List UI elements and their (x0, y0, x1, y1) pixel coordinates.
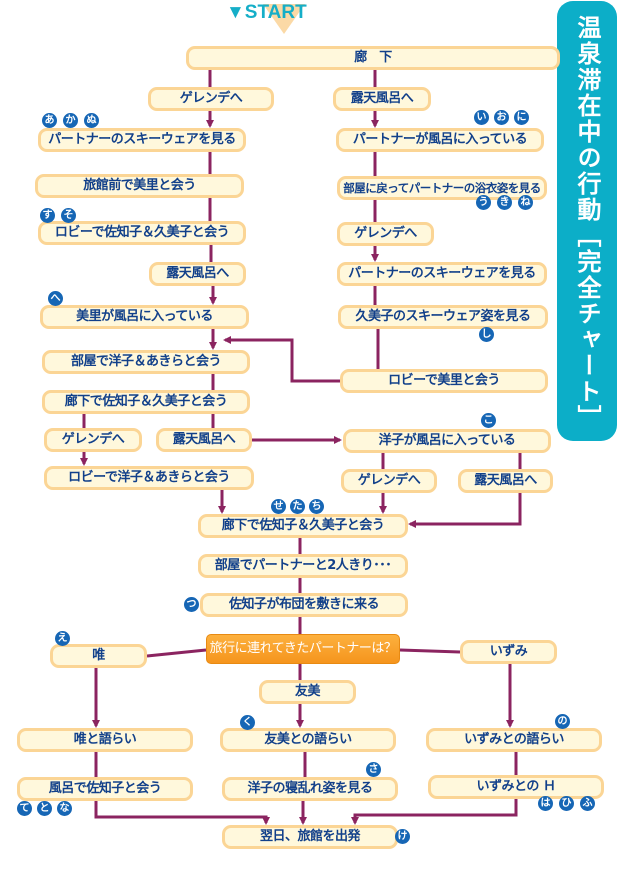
node-lobby-yoko-akira: ロビーで洋子＆あきらと会う (44, 466, 254, 490)
node-gelande-right: ゲレンデへ (337, 222, 434, 246)
node-lobby-sachiko-kumiko: ロビーで佐知子＆久美子と会う (38, 221, 246, 245)
ending-badge: た (290, 499, 305, 514)
connector-line (94, 801, 270, 825)
node-gelande-4: ゲレンデへ (341, 469, 437, 493)
node-room-alone-partner: 部屋でパートナーと2人きり･･･ (198, 554, 408, 578)
ending-badge: つ (184, 597, 199, 612)
connector-line (146, 648, 207, 658)
chart-title: 温泉滞在中の行動［完全チャート］ (573, 15, 601, 431)
ending-badge: す (40, 208, 55, 223)
node-corridor-sachiko-kumiko-2: 廊下で佐知子＆久美子と会う (198, 514, 408, 538)
node-sachiko-futon: 佐知子が布団を敷きに来る (200, 593, 408, 617)
ending-badge: け (395, 829, 410, 844)
title-panel: 温泉滞在中の行動［完全チャート］ (557, 1, 617, 441)
node-roten-4: 露天風呂へ (458, 469, 553, 493)
ending-badge: ね (518, 195, 533, 210)
node-partner-bath: パートナーが風呂に入っている (336, 128, 544, 152)
node-roten-left: 露天風呂へ (149, 262, 246, 286)
connector-line (408, 493, 522, 528)
node-izumi-h: いずみとの Ｈ (428, 775, 604, 799)
ending-badge: し (479, 327, 494, 342)
ending-badge: あ (42, 113, 57, 128)
ending-badge: ひ (559, 796, 574, 811)
node-izumi: いずみ (460, 640, 557, 664)
ending-badge: な (57, 801, 72, 816)
ending-badge: へ (48, 291, 63, 306)
node-tomomi: 友美 (259, 680, 356, 704)
ending-badge: き (497, 195, 512, 210)
node-yui-talk: 唯と語らい (17, 728, 193, 752)
node-tomomi-talk: 友美との語らい (220, 728, 396, 752)
node-roten-right: 露天風呂へ (333, 87, 431, 111)
node-yoko-sleeping: 洋子の寝乱れ姿を見る (222, 777, 398, 801)
node-lobby-misato: ロビーで美里と会う (340, 369, 548, 393)
ending-badge: せ (271, 499, 286, 514)
start-label: ▼START (226, 2, 307, 23)
ending-badge: そ (61, 208, 76, 223)
node-gelande-3: ゲレンデへ (44, 428, 142, 452)
node-yui: 唯 (50, 644, 147, 668)
node-roten-3: 露天風呂へ (156, 428, 252, 452)
ending-badge: さ (366, 762, 381, 777)
ending-badge: ぬ (84, 113, 99, 128)
connector-line (223, 336, 340, 383)
ending-badge: と (37, 801, 52, 816)
ending-badge: の (555, 714, 570, 729)
node-misato-bath: 美里が風呂に入っている (40, 305, 249, 329)
node-partner-skiwear-left: パートナーのスキーウェアを見る (38, 128, 246, 152)
ending-badge: こ (481, 413, 496, 428)
node-rouka: 廊 下 (186, 46, 560, 70)
connector-line (351, 799, 518, 825)
node-depart-next-day: 翌日、旅館を出発 (222, 825, 398, 849)
node-room-yoko-akira: 部屋で洋子＆あきらと会う (42, 350, 250, 374)
connector-line (399, 648, 461, 654)
ending-badge: ち (309, 499, 324, 514)
ending-badge: お (494, 110, 509, 125)
ending-badge: い (474, 110, 489, 125)
ending-badge: て (17, 801, 32, 816)
ending-badge: に (514, 110, 529, 125)
node-partner-skiwear-right: パートナーのスキーウェアを見る (337, 262, 547, 286)
node-corridor-sachiko-kumiko-1: 廊下で佐知子＆久美子と会う (42, 390, 250, 414)
start-arrow-shape (263, 4, 305, 34)
node-yoko-bath: 洋子が風呂に入っている (343, 429, 551, 453)
ending-badge: ふ (580, 796, 595, 811)
node-kumiko-skiwear: 久美子のスキーウェア姿を見る (338, 305, 548, 329)
ending-badge: え (55, 631, 70, 646)
node-partner-yukata: 部屋に戻ってパートナーの浴衣姿を見る (337, 176, 547, 200)
ending-badge: は (538, 796, 553, 811)
node-izumi-talk: いずみとの語らい (426, 728, 602, 752)
node-partner-question: 旅行に連れてきたパートナーは？ (206, 634, 400, 664)
ending-badge: う (476, 195, 491, 210)
node-gelande-left: ゲレンデへ (148, 87, 274, 111)
node-misato-front: 旅館前で美里と会う (35, 174, 244, 198)
ending-badge: く (240, 715, 255, 730)
node-bath-sachiko: 風呂で佐知子と会う (17, 777, 193, 801)
ending-badge: か (63, 113, 78, 128)
